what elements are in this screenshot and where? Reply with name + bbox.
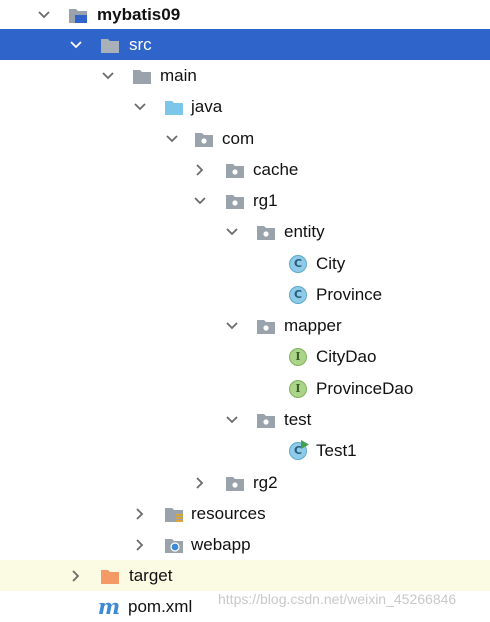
tree-node-resources[interactable]: resources (0, 498, 490, 529)
tree-node-cache[interactable]: cache (0, 154, 490, 185)
tree-node-target[interactable]: target (0, 560, 490, 591)
chevron-right-icon[interactable] (193, 476, 207, 490)
tree-node-label: java (191, 97, 223, 116)
tree-node-label: mybatis09 (97, 5, 181, 24)
tree-node-label: webapp (191, 535, 251, 554)
package-icon (225, 161, 245, 179)
tree-node-project[interactable]: mybatis09 (0, 0, 490, 30)
chevron-down-icon[interactable] (225, 413, 239, 427)
class-icon: C (288, 254, 308, 273)
package-icon (256, 223, 276, 241)
web-folder-icon (164, 536, 184, 554)
tree-node-label: ProvinceDao (316, 379, 414, 398)
package-icon (256, 411, 276, 429)
chevron-down-icon[interactable] (193, 194, 207, 208)
chevron-right-icon[interactable] (133, 507, 147, 521)
interface-badge: I (289, 379, 307, 398)
tree-node-provincedao[interactable]: I ProvinceDao (0, 373, 490, 404)
tree-node-label: pom.xml (128, 597, 193, 616)
interface-icon: I (288, 379, 308, 398)
tree-node-label: entity (284, 222, 325, 241)
maven-icon: m (97, 593, 121, 619)
tree-node-label: rg1 (253, 191, 278, 210)
tree-node-pom[interactable]: m pom.xml (0, 591, 490, 622)
chevron-right-icon[interactable] (69, 569, 83, 583)
tree-node-label: CityDao (316, 347, 377, 366)
tree-node-src[interactable]: src (0, 29, 490, 60)
chevron-down-icon[interactable] (165, 132, 179, 146)
tree-node-label: Test1 (316, 441, 357, 460)
tree-node-test[interactable]: test (0, 404, 490, 435)
folder-icon (100, 36, 120, 54)
chevron-down-icon[interactable] (225, 225, 239, 239)
watermark-text: https://blog.csdn.net/weixin_45266846 (218, 591, 457, 607)
tree-node-rg2[interactable]: rg2 (0, 467, 490, 498)
chevron-down-icon[interactable] (101, 69, 115, 83)
package-icon (225, 192, 245, 210)
tree-node-label: target (129, 566, 173, 585)
tree-node-label: cache (253, 160, 299, 179)
chevron-down-icon[interactable] (133, 100, 147, 114)
package-icon (194, 130, 214, 148)
tree-node-label: rg2 (253, 473, 278, 492)
tree-node-label: Province (316, 285, 383, 304)
tree-node-label: main (160, 66, 197, 85)
tree-node-label: City (316, 254, 346, 273)
tree-node-entity[interactable]: entity (0, 216, 490, 247)
chevron-right-icon[interactable] (133, 538, 147, 552)
test-class-icon: C (288, 439, 309, 460)
chevron-down-icon[interactable] (37, 8, 51, 22)
source-folder-icon (164, 98, 184, 116)
maven-letter: m (97, 593, 121, 619)
tree-node-webapp[interactable]: webapp (0, 529, 490, 560)
package-icon (256, 317, 276, 335)
tree-node-test1[interactable]: C Test1 (0, 435, 490, 466)
tree-node-city[interactable]: C City (0, 248, 490, 279)
tree-node-label: mapper (284, 316, 342, 335)
tree-node-label: test (284, 410, 312, 429)
tree-node-citydao[interactable]: I CityDao (0, 341, 490, 372)
module-folder-icon (68, 6, 88, 24)
interface-badge: I (289, 347, 307, 366)
tree-node-label: resources (191, 504, 266, 523)
tree-node-main[interactable]: main (0, 60, 490, 91)
chevron-down-icon[interactable] (225, 319, 239, 333)
package-icon (225, 474, 245, 492)
tree-node-label: src (129, 35, 152, 54)
chevron-down-icon[interactable] (69, 38, 83, 52)
tree-node-java[interactable]: java (0, 91, 490, 122)
class-badge: C (289, 254, 307, 273)
tree-node-province[interactable]: C Province (0, 279, 490, 310)
tree-node-label: com (222, 129, 255, 148)
excluded-folder-icon (100, 567, 120, 585)
resources-folder-icon (164, 505, 184, 523)
interface-icon: I (288, 347, 308, 366)
tree-node-com[interactable]: com (0, 123, 490, 154)
run-triangle-icon (301, 439, 309, 449)
class-icon: C (288, 285, 308, 304)
tree-node-rg1[interactable]: rg1 (0, 185, 490, 216)
folder-icon (132, 67, 152, 85)
tree-node-mapper[interactable]: mapper (0, 310, 490, 341)
class-badge: C (289, 285, 307, 304)
chevron-right-icon[interactable] (193, 163, 207, 177)
